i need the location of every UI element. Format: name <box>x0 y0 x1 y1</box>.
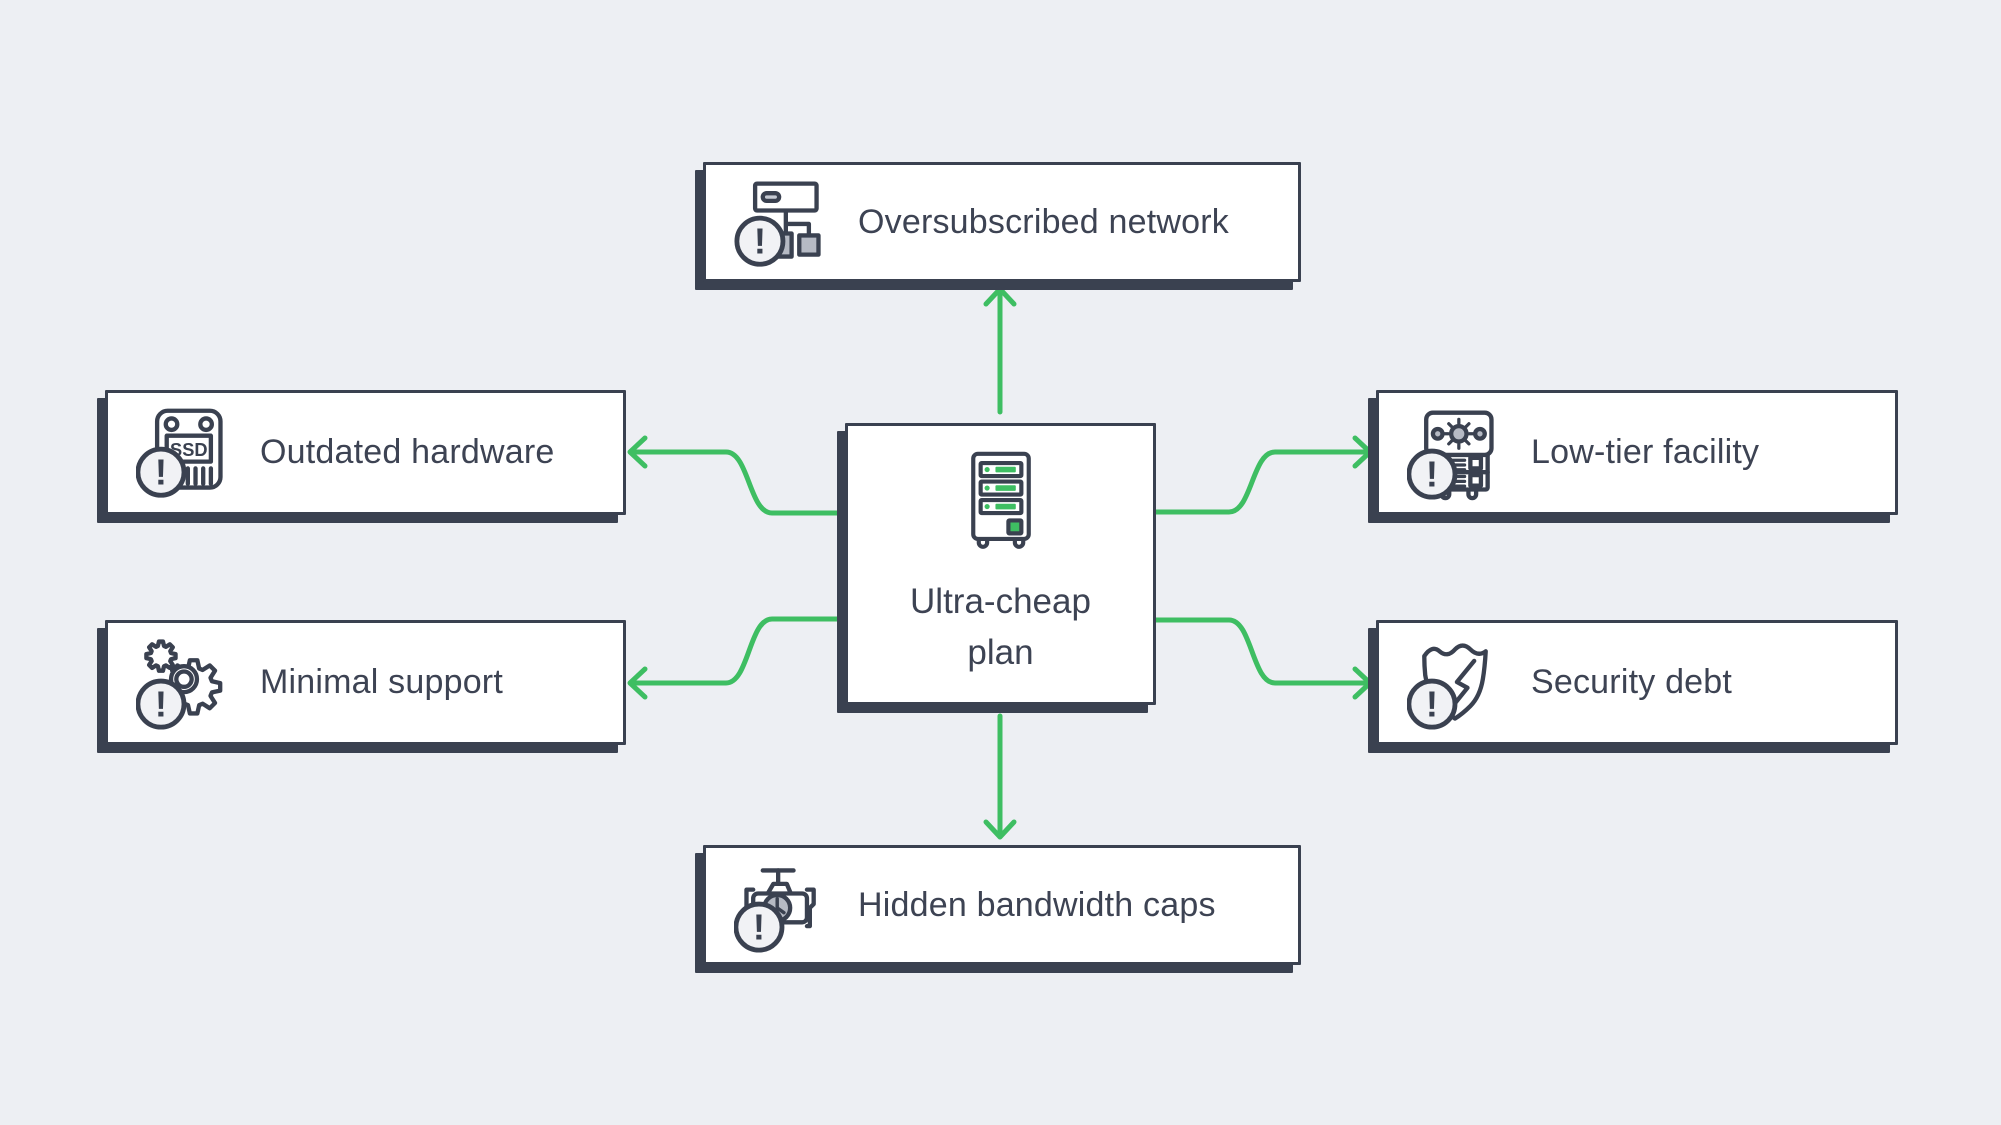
node-oversubscribed-network: ! Oversubscribed network <box>703 162 1301 282</box>
arrow-center-to-left-top <box>631 449 848 516</box>
node-label: Hidden bandwidth caps <box>858 885 1216 924</box>
center-label: Ultra-cheap plan <box>910 576 1091 678</box>
node-minimal-support: ! Minimal support <box>105 620 626 745</box>
warning-badge <box>136 446 187 498</box>
shield-warning-icon: ! <box>1407 642 1488 730</box>
valve-warning-icon: ! <box>734 868 816 953</box>
warning-badge <box>136 678 187 730</box>
arrowhead-right-bottom <box>1352 666 1373 700</box>
node-label: Oversubscribed network <box>858 202 1229 241</box>
node-low-tier-facility: ! Low-tier facility <box>1376 390 1898 515</box>
arrowhead-left-bottom <box>627 666 648 700</box>
node-label: Security debt <box>1531 663 1733 701</box>
network-warning-icon: ! <box>734 181 821 267</box>
arrowhead-left-top <box>627 435 648 469</box>
center-label-line1: Ultra-cheap <box>910 582 1091 621</box>
exclamation-mark: ! <box>155 451 167 492</box>
node-ultra-cheap-plan: Ultra-cheap plan <box>845 423 1156 705</box>
node-label: Minimal support <box>260 663 503 701</box>
node-label: Outdated hardware <box>260 433 555 471</box>
arrowhead-top <box>983 286 1017 307</box>
arrow-center-to-right-bottom <box>1153 617 1369 686</box>
exclamation-mark: ! <box>1426 683 1438 724</box>
ssd-warning-icon: SSD ! <box>136 408 223 498</box>
warning-badge <box>1407 678 1458 730</box>
arrow-center-to-left-bottom <box>631 616 848 686</box>
arrowhead-right-top <box>1352 435 1373 469</box>
warning-badge <box>734 901 785 953</box>
node-security-debt: ! Security debt <box>1376 620 1898 745</box>
center-label-line2: plan <box>967 633 1034 672</box>
exclamation-mark: ! <box>1426 453 1438 494</box>
warning-badge <box>734 215 786 267</box>
exclamation-mark: ! <box>753 907 765 948</box>
node-outdated-hardware: SSD ! Outdated hardware <box>105 390 626 515</box>
exclamation-mark: ! <box>155 683 167 724</box>
node-label: Low-tier facility <box>1531 433 1760 471</box>
exclamation-mark: ! <box>754 221 766 262</box>
warning-badge <box>1407 448 1458 500</box>
arrowhead-bottom <box>983 819 1017 840</box>
ssd-label: SSD <box>170 438 208 459</box>
server-tower-icon <box>970 451 1031 549</box>
arrow-center-to-right-top <box>1153 449 1369 515</box>
node-hidden-bandwidth-caps: ! Hidden bandwidth caps <box>703 845 1301 965</box>
gears-warning-icon: ! <box>136 638 223 730</box>
facility-warning-icon: ! <box>1407 410 1494 500</box>
